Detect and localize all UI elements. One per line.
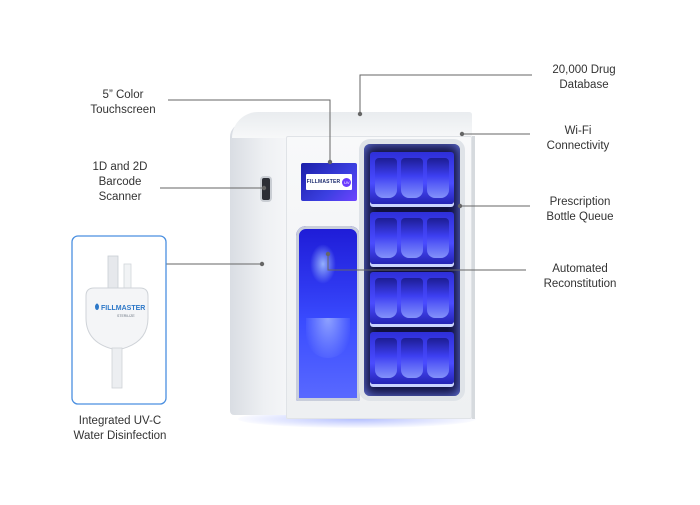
label-uv-disinfection: Integrated UV-C Water Disinfection	[73, 415, 167, 442]
leader-touchscreen	[168, 99, 331, 162]
leader-lines	[160, 74, 532, 271]
screen-uv-badge: UV	[342, 177, 352, 187]
label-touchscreen: 5” Color Touchscreen	[90, 89, 156, 116]
uv-pipe-bottom	[111, 347, 123, 389]
dot-uv-module	[259, 261, 265, 267]
screen-logo-text: FILLMASTER	[306, 179, 341, 185]
queue-shelf	[370, 212, 454, 264]
label-drug-database: 20,000 Drug Database	[552, 64, 616, 91]
uv-housing	[85, 287, 149, 351]
dot-touchscreen	[327, 159, 333, 165]
leader-reconstitution	[327, 254, 526, 271]
label-reconstitution: Automated Reconstitution	[543, 263, 617, 290]
bottle	[427, 158, 449, 198]
screen-logo-plate: FILLMASTER UV	[306, 174, 352, 190]
leader-dots	[259, 111, 465, 267]
dot-reconstitution	[325, 251, 331, 257]
queue-shelf	[370, 152, 454, 204]
leader-drug-database	[359, 74, 532, 114]
bottle	[401, 158, 423, 198]
touchscreen-display: FILLMASTER UV	[301, 163, 357, 201]
uv-module-sublogo: STERILIZE	[117, 314, 135, 318]
chamber-bowl	[306, 318, 350, 358]
machine-side-panel	[230, 123, 292, 415]
label-wifi: Wi-Fi Connectivity	[546, 125, 610, 152]
bottle	[375, 158, 397, 198]
dot-wifi	[459, 131, 465, 137]
bottle	[401, 338, 423, 378]
label-barcode-scanner: 1D and 2D Barcode Scanner	[92, 161, 148, 203]
machine-top-cap	[232, 112, 472, 138]
bottle	[375, 338, 397, 378]
bottle	[375, 278, 397, 318]
bottle	[427, 218, 449, 258]
dot-drug-database	[357, 111, 363, 117]
bottle	[427, 278, 449, 318]
bottle	[375, 218, 397, 258]
queue-shelf	[370, 332, 454, 384]
dot-bottle-queue	[457, 203, 463, 209]
barcode-scanner-slot	[262, 178, 270, 200]
bottle	[427, 338, 449, 378]
label-bottle-queue: Prescription Bottle Queue	[546, 196, 614, 223]
uv-module-illustration: FILLMASTER STERILIZE	[85, 255, 149, 389]
drop-icon	[95, 303, 99, 310]
queue-shelf	[370, 272, 454, 324]
uv-module-logo: FILLMASTER	[101, 305, 145, 312]
bottle	[401, 278, 423, 318]
chamber-glow	[310, 244, 336, 284]
bottle	[401, 218, 423, 258]
dot-barcode-scanner	[261, 185, 267, 191]
machine-edge	[472, 136, 475, 419]
